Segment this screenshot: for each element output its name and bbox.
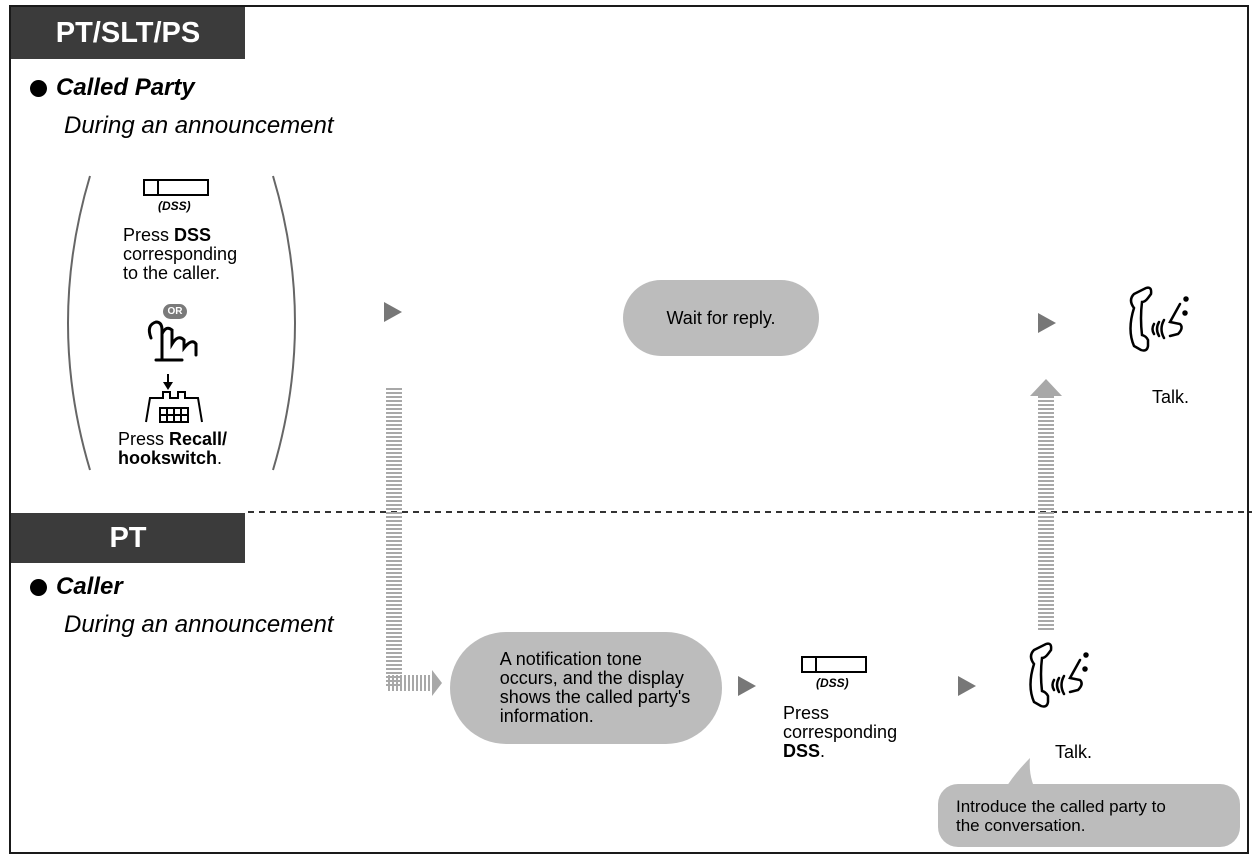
press-corresponding-dss-instruction: Press corresponding DSS.: [783, 704, 953, 761]
left-paren-icon: [67, 175, 91, 471]
hatched-arrow-icon: [386, 386, 402, 686]
bottom-talk-label: Talk.: [1055, 742, 1093, 762]
bullet-icon: [30, 578, 47, 596]
right-paren-icon: [272, 175, 296, 471]
handset-talk-icon: [1029, 642, 1089, 708]
introduce-callout: Introduce the called party to the conver…: [938, 784, 1240, 847]
or-label: OR: [167, 306, 183, 317]
recall-key: Recall/: [169, 429, 228, 449]
press-dss-key: DSS: [174, 225, 212, 245]
intro-line2: the conversation.: [956, 815, 1086, 835]
bottom-context-label: During an announcement: [64, 611, 334, 638]
hand-press-icon: [147, 320, 198, 362]
notify-line3: shows the called party's: [499, 687, 691, 707]
dss-caption: (DSS): [816, 676, 849, 690]
called-party-label: Called Party: [56, 74, 195, 101]
press-line2: corresponding: [783, 722, 898, 742]
called-party-heading: Called Party: [30, 72, 195, 104]
dss-key-icon: [801, 656, 867, 673]
press-suffix: .: [820, 741, 826, 761]
hatched-arrow-head-icon: [1030, 379, 1062, 396]
press-line1: Press: [783, 703, 830, 723]
press-dss-line2: corresponding: [123, 244, 238, 264]
top-section-tab: PT/SLT/PS: [11, 7, 245, 59]
wait-reply-text: Wait for reply.: [666, 307, 776, 328]
hookswitch-icon: [145, 391, 203, 423]
play-arrow-icon: [384, 302, 402, 322]
caller-label: Caller: [56, 573, 123, 600]
press-recall-instruction: Press Recall/ hookswitch.: [118, 430, 288, 468]
hatched-arrow-head-icon: [432, 670, 442, 696]
intro-line1: Introduce the called party to: [956, 796, 1166, 816]
notify-line2: occurs, and the display: [499, 668, 684, 688]
dss-key-icon: [143, 179, 209, 196]
wait-for-reply-bubble: Wait for reply.: [623, 280, 819, 356]
notification-bubble: A notification tone occurs, and the disp…: [450, 632, 722, 744]
press-dss-instruction: Press DSS corresponding to the caller.: [123, 226, 293, 283]
notify-line1: A notification tone: [499, 649, 642, 669]
diagram-frame: [9, 5, 1249, 854]
bottom-section-tab: PT: [11, 513, 245, 563]
or-icon: OR: [163, 304, 187, 319]
bullet-icon: [30, 79, 47, 97]
top-talk-label: Talk.: [1152, 387, 1190, 407]
caller-heading: Caller: [30, 571, 123, 603]
top-tab-label: PT/SLT/PS: [55, 16, 201, 49]
hatched-arrow-icon: [386, 675, 432, 691]
recall-key-line2: hookswitch: [118, 448, 218, 468]
recall-suffix: .: [217, 448, 223, 468]
top-context-label: During an announcement: [64, 112, 334, 139]
play-arrow-icon: [958, 676, 976, 696]
dss-caption: (DSS): [158, 199, 191, 213]
hatched-arrow-icon: [1038, 394, 1054, 630]
down-arrow-icon: [163, 374, 173, 390]
bottom-tab-label: PT: [109, 521, 147, 554]
play-arrow-icon: [738, 676, 756, 696]
notify-line4: information.: [499, 706, 594, 726]
recall-prefix: Press: [118, 429, 170, 449]
press-dss-line3: to the caller.: [123, 263, 221, 283]
press-dss-prefix: Press: [123, 225, 175, 245]
play-arrow-icon: [1038, 313, 1056, 333]
handset-talk-icon: [1129, 286, 1189, 352]
press-key: DSS: [783, 741, 821, 761]
